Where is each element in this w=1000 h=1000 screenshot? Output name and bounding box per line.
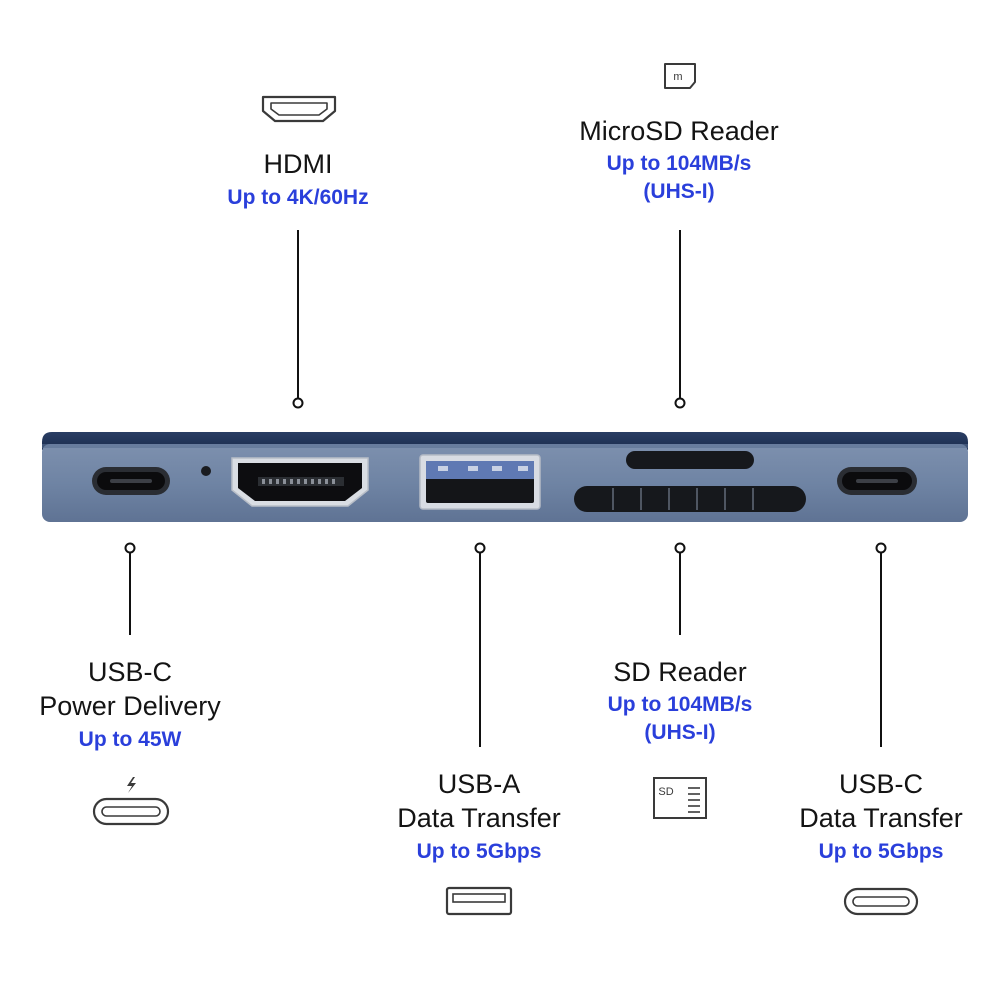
- usba-spec: Up to 5Gbps: [416, 840, 542, 863]
- leader-lines-bottom: [124, 542, 887, 747]
- sd-icon-label: SD: [658, 786, 673, 798]
- usbc-pd-spec: Up to 45W: [78, 728, 182, 751]
- hdmi-leader-dot: [292, 397, 304, 409]
- usb-c-hub-device: [42, 432, 968, 522]
- microsd-spec-line2: (UHS-I): [643, 180, 715, 203]
- sd-slot: [574, 486, 806, 512]
- microsd-leader-dot: [674, 397, 686, 409]
- leader-lines-top: [292, 230, 686, 409]
- sd-spec-line1: Up to 104MB/s: [607, 693, 753, 716]
- usbc-data-leader-dot: [875, 542, 887, 554]
- hdmi-port-icon: [260, 94, 338, 124]
- sd-spec-line2: (UHS-I): [644, 721, 716, 744]
- usb-c-pd-port: [92, 467, 170, 495]
- usba-leader-dot: [474, 542, 486, 554]
- usba-title-line1: USB-A: [437, 769, 521, 799]
- sd-title: SD Reader: [613, 657, 747, 687]
- usb-c-port-icon: [843, 887, 919, 917]
- usbc-data-title-line1: USB-C: [838, 769, 923, 799]
- status-led: [201, 466, 211, 476]
- microsd-card-icon: m: [662, 62, 698, 90]
- usbc-data-spec: Up to 5Gbps: [818, 840, 944, 863]
- usbc-pd-leader-dot: [124, 542, 136, 554]
- microsd-spec-line1: Up to 104MB/s: [606, 152, 752, 175]
- microsd-title: MicroSD Reader: [579, 116, 779, 146]
- usb-a-port: [419, 454, 541, 510]
- usb-a-port-icon: [445, 886, 513, 916]
- sd-leader-dot: [674, 542, 686, 554]
- hdmi-spec: Up to 4K/60Hz: [227, 186, 369, 209]
- microsd-icon-label: m: [673, 71, 682, 83]
- hdmi-title: HDMI: [263, 149, 333, 179]
- usba-title-line2: Data Transfer: [397, 803, 561, 833]
- usbc-data-title-line2: Data Transfer: [799, 803, 963, 833]
- usb-c-data-port: [837, 467, 917, 495]
- microsd-slot: [626, 451, 754, 469]
- hdmi-port: [231, 457, 369, 507]
- usbc-pd-title-line2: Power Delivery: [39, 691, 221, 721]
- usbc-pd-title-line1: USB-C: [87, 657, 172, 687]
- sd-card-icon: SD: [652, 776, 708, 820]
- usb-c-lightning-icon: [92, 775, 170, 827]
